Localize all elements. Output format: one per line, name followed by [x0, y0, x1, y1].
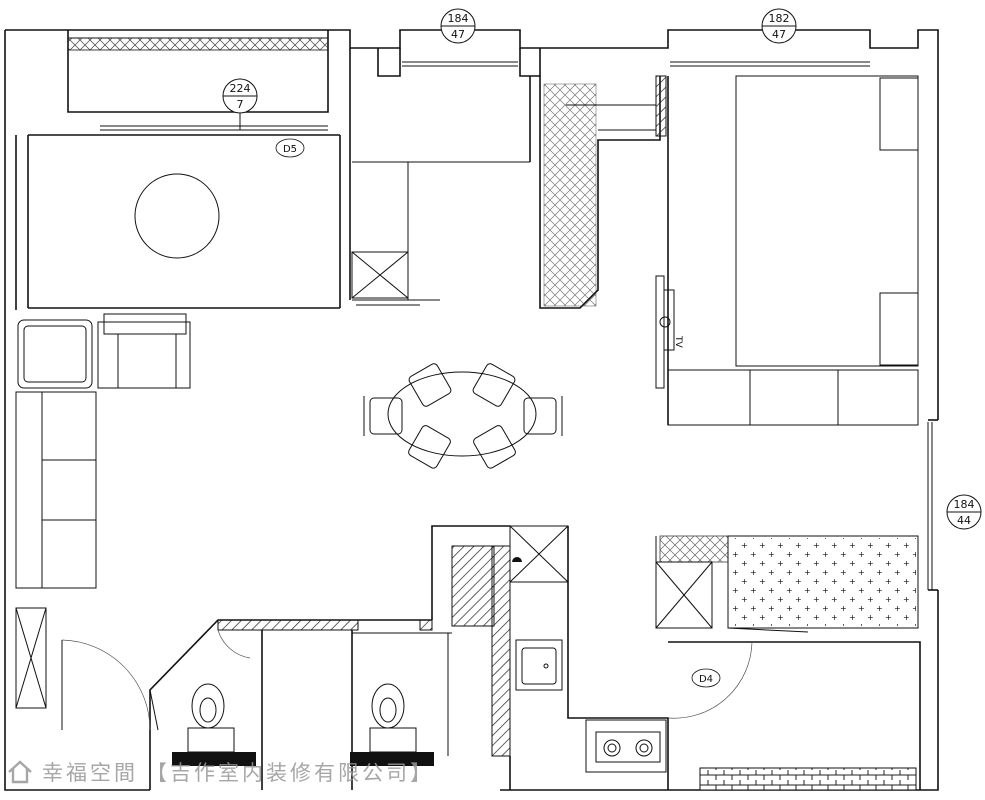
dining-set — [363, 363, 563, 469]
window-tag-height: 44 — [957, 514, 971, 527]
door-tag-balcony: D5 — [275, 138, 305, 158]
svg-text:D4: D4 — [699, 674, 713, 685]
window-tag-height: 47 — [772, 28, 786, 41]
window-tag-balcony: 224 7 — [222, 78, 258, 130]
window-tag-top-left: 184 47 — [440, 8, 476, 44]
window-tag-top-right: 182 47 — [761, 8, 797, 44]
interior-walls — [15, 48, 921, 791]
doors — [61, 629, 753, 731]
exterior-walls — [4, 29, 939, 791]
tv-label: TV — [673, 335, 683, 348]
window-tag-height: 7 — [237, 98, 244, 111]
window-tag-width: 224 — [230, 82, 251, 95]
svg-text:D5: D5 — [283, 144, 297, 155]
watermark: 幸福空間 【吉作室内装修有限公司】 — [6, 752, 434, 792]
window-tag-width: 184 — [954, 498, 975, 511]
toilet-right — [350, 683, 434, 766]
watermark-brand: 幸福空間 — [42, 761, 138, 785]
door-tag-bedroom: D4 — [691, 668, 721, 688]
watermark-company: 【吉作室内装修有限公司】 — [146, 761, 434, 785]
house-logo-icon — [8, 760, 32, 784]
window-tag-width: 184 — [448, 12, 469, 25]
window-tag-height: 47 — [451, 28, 465, 41]
window-tag-width: 182 — [769, 12, 790, 25]
window-tag-right: 184 44 — [946, 494, 982, 530]
living-furniture — [15, 173, 220, 589]
toilet-left — [172, 683, 256, 766]
